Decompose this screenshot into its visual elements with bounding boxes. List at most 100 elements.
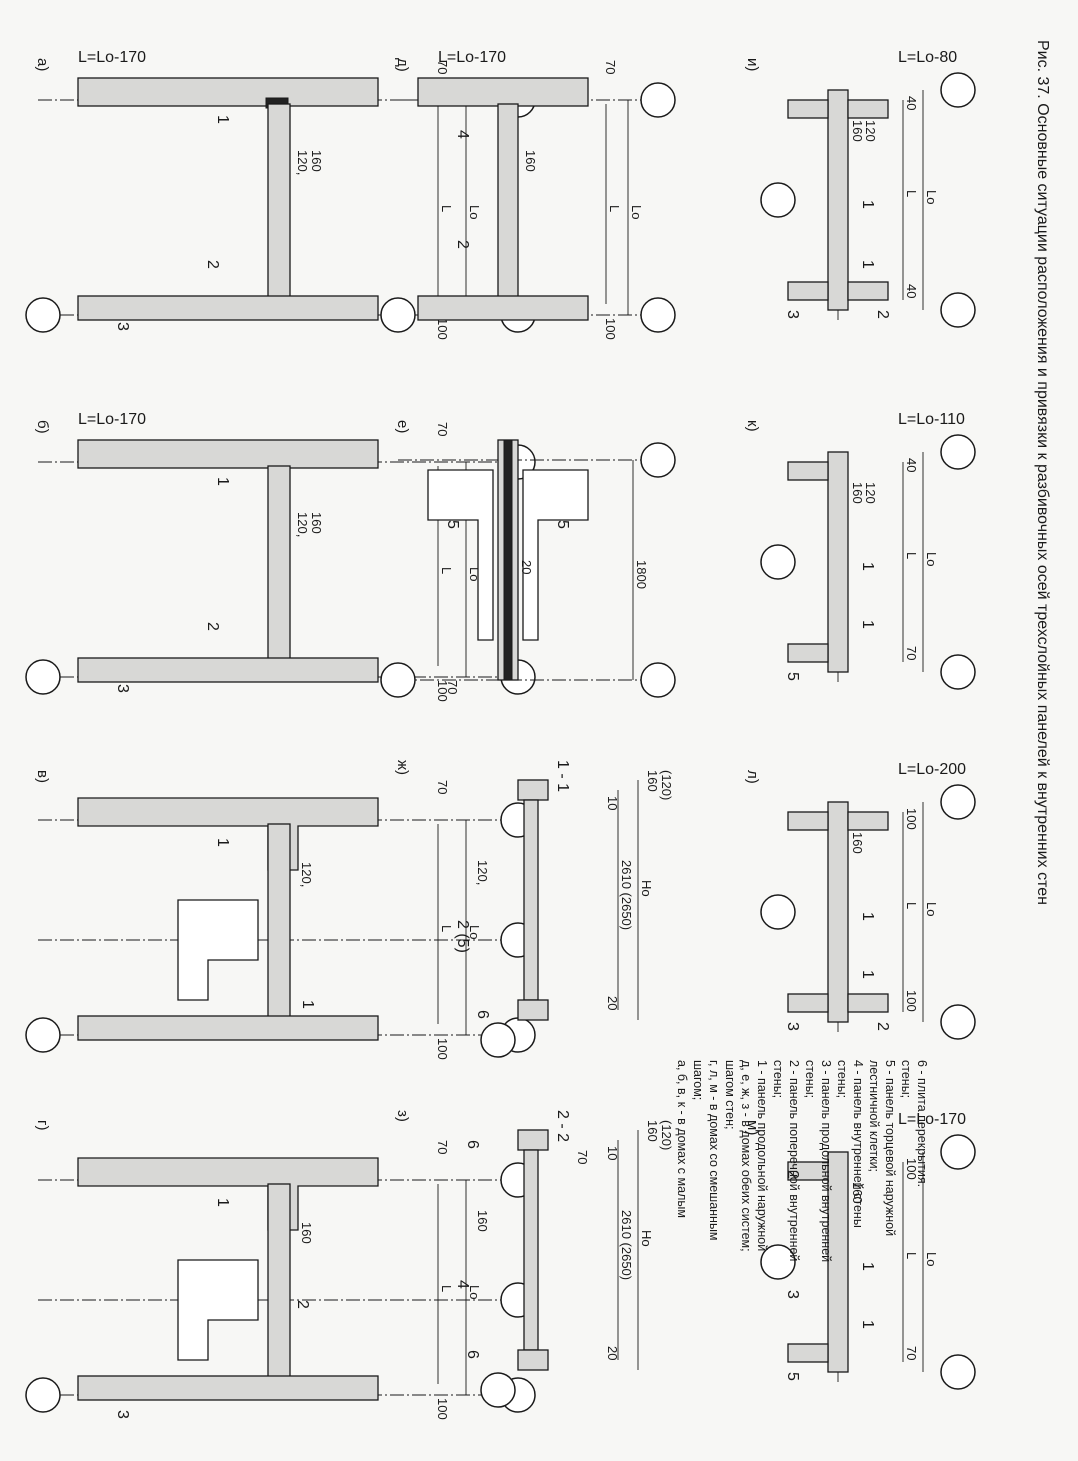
mark-6: 6 <box>464 1350 481 1359</box>
axis-bubble <box>25 1017 61 1053</box>
legend: а, б, в, к - в домах с малым шагом; г, л… <box>675 1060 929 1262</box>
section-2-2: 2 - 2 <box>554 1110 571 1142</box>
mark-6: 6 <box>464 1140 481 1149</box>
axis-bubble <box>480 1022 516 1058</box>
label-k: к) <box>744 420 761 432</box>
dim-40: 40 <box>904 284 919 298</box>
label-g: г) <box>34 1120 51 1130</box>
panel-1 <box>77 77 379 107</box>
axis-bubble <box>25 659 61 695</box>
dim-40: 40 <box>904 96 919 110</box>
dim-lo: Lo <box>924 902 939 916</box>
dim-160: 160 <box>523 150 538 172</box>
diagram-i: и) L=Lo-80 Lo L 40 40 160 120 1 1 2 3 <box>744 49 976 328</box>
dim-10: 10 <box>605 1146 620 1160</box>
label-l: л) <box>744 770 761 784</box>
mark-1: 1 <box>859 912 876 921</box>
mark-3: 3 <box>114 322 131 331</box>
panel-2 <box>267 1183 291 1385</box>
panel-3 <box>77 295 379 321</box>
dim-l: L <box>904 190 919 197</box>
mark-4: 4 <box>454 130 471 139</box>
figure-caption: Рис. 37. Основные ситуации расположения … <box>1034 40 1051 905</box>
dim-lo: Lo <box>924 1252 939 1266</box>
panel-2 <box>847 281 889 301</box>
dim-160: 160 <box>309 512 324 534</box>
formula-b: L=Lo-170 <box>78 411 146 428</box>
dim-100: 100 <box>603 318 618 340</box>
mark-2: 2 <box>874 1022 891 1031</box>
mark-1: 1 <box>214 838 231 847</box>
legend-line: а, б, в, к - в домах с малым <box>675 1060 689 1218</box>
label-d: д) <box>394 58 411 72</box>
legend-line: шагом стен; <box>723 1060 737 1129</box>
dim-70: 70 <box>435 60 450 74</box>
dim-70: 70 <box>603 60 618 74</box>
panel-3 <box>787 993 829 1013</box>
diagram-zh: ж) 1 - 1 Ho 2610 (2650) 160 (120) 10 20 … <box>394 760 674 1058</box>
diagram-d: д) L=Lo-170 Lo L 70 100 160 4 2 <box>380 49 676 340</box>
dim-ho: Ho <box>639 880 654 897</box>
dim-120-160: 120, <box>475 860 490 885</box>
mark-2: 2 <box>784 1170 801 1179</box>
panel-5 <box>787 643 829 663</box>
dim-l: L <box>439 925 454 932</box>
mark-1: 1 <box>859 562 876 571</box>
joint <box>503 439 513 681</box>
diagram-k: к) L=Lo-110 Lo L 40 70 160 120 1 1 5 <box>744 411 976 690</box>
mark-1: 1 <box>214 115 231 124</box>
dim-120p: (120) <box>659 1120 674 1150</box>
panel-3 <box>77 1375 379 1401</box>
dim-120-160: 120, <box>295 512 310 537</box>
dim-100: 100 <box>904 990 919 1012</box>
legend-line: шагом; <box>691 1060 705 1100</box>
dim-100: 100 <box>904 808 919 830</box>
mark-1: 1 <box>859 620 876 629</box>
dim-l: L <box>607 205 622 212</box>
slab-6 <box>517 999 549 1021</box>
panel-3 <box>77 657 379 683</box>
legend-line: 5 - панель торцевой наружной <box>883 1060 897 1236</box>
dim-120-160: 120, <box>295 150 310 175</box>
dim-120: 120 <box>863 482 878 504</box>
axis-bubble <box>640 662 676 698</box>
mark-5: 5 <box>554 520 571 529</box>
dim-160: 160 <box>850 482 865 504</box>
dim-160: 160 <box>850 120 865 142</box>
panel-1 <box>417 77 589 107</box>
mark-3: 3 <box>784 1022 801 1031</box>
dim-10: 10 <box>605 796 620 810</box>
label-v: в) <box>34 770 51 783</box>
diagram-l: л) L=Lo-200 Lo L 100 100 160 1 1 2 3 <box>744 761 976 1040</box>
axis-bubble <box>25 297 61 333</box>
dim-l: L <box>904 1252 919 1259</box>
mark-1: 1 <box>299 1000 316 1009</box>
dim-lo: Lo <box>629 205 644 219</box>
axis-bubble <box>940 1004 976 1040</box>
mark-3: 3 <box>784 1290 801 1299</box>
panel-1 <box>827 451 849 673</box>
mark-2: 2 <box>204 622 221 631</box>
panel-1 <box>827 801 849 1023</box>
panel-2 <box>267 823 291 1025</box>
dim-100: 100 <box>435 318 450 340</box>
legend-line: стены; <box>899 1060 913 1098</box>
dim-160: 160 <box>645 1120 660 1142</box>
mark-3: 3 <box>114 1410 131 1419</box>
mark-3: 3 <box>114 684 131 693</box>
mark-5: 5 <box>444 520 461 529</box>
panel-3 <box>787 99 829 119</box>
dim-160: 160 <box>850 832 865 854</box>
panel-3 <box>787 811 829 831</box>
label-e: е) <box>394 420 411 433</box>
dim-lo: Lo <box>467 205 482 219</box>
formula-a: L=Lo-170 <box>78 49 146 66</box>
dim-l: L <box>439 1285 454 1292</box>
dim-70: 70 <box>904 1346 919 1360</box>
axis-bubble <box>25 1377 61 1413</box>
dim-20: 20 <box>519 560 534 574</box>
dim-120-160: 120, <box>299 862 314 887</box>
dim-70: 70 <box>445 680 460 694</box>
panel-1 <box>77 797 379 871</box>
